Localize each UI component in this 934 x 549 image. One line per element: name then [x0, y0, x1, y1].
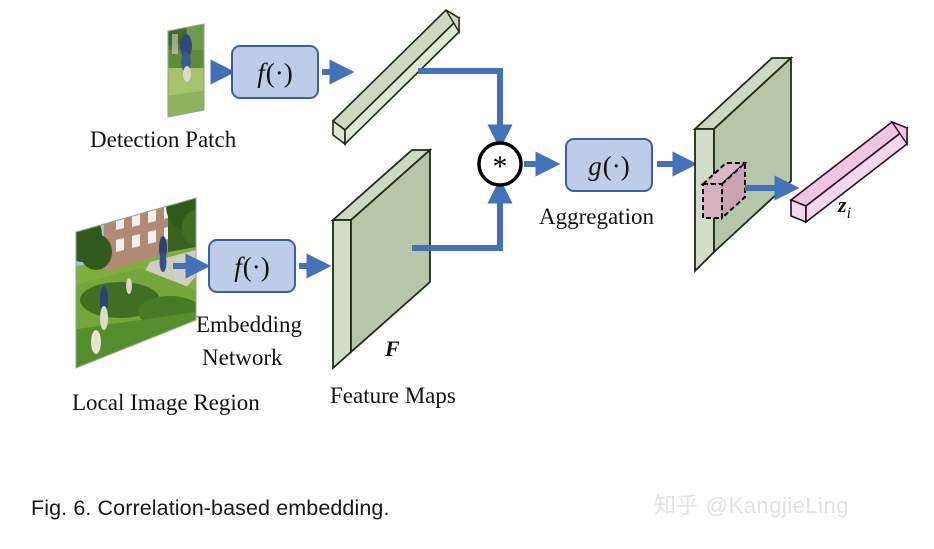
detection-feature-vector — [331, 8, 461, 146]
aggregation-fn-block[interactable]: g(·) — [565, 138, 653, 192]
watermark: 知乎 @KangjieLing — [654, 493, 849, 518]
correlation-cube — [700, 160, 748, 221]
embedding-fn-bottom-label: f(·) — [234, 252, 270, 282]
output-vector — [789, 120, 909, 224]
embedding-fn-bottom-block[interactable]: f(·) — [208, 239, 296, 293]
local-image-region-label: Local Image Region — [72, 390, 260, 415]
embedding-network-label-line1: Embedding — [196, 312, 303, 337]
correlation-operator: * — [477, 141, 523, 187]
aggregation-fn-label: g(·) — [588, 151, 629, 181]
output-symbol-label: zi — [837, 192, 851, 222]
local-region-photo — [75, 197, 197, 369]
arrow-featuremaps-to-operator — [412, 178, 513, 251]
feature-maps-label: Feature Maps — [330, 383, 456, 408]
embedding-network-label-line2: Network — [202, 345, 283, 370]
figure-caption: Fig. 6. Correlation-based embedding. — [31, 496, 390, 520]
arrow-vector-to-operator — [418, 68, 513, 150]
aggregation-label: Aggregation — [539, 204, 654, 229]
embedding-fn-top-block[interactable]: f(·) — [231, 45, 319, 99]
feature-maps-slab — [330, 148, 433, 371]
correlation-operator-symbol: * — [493, 150, 508, 183]
aggregated-slab — [692, 55, 794, 274]
detection-patch-photo — [167, 23, 205, 118]
embedding-fn-top-label: f(·) — [257, 58, 293, 88]
feature-maps-symbol-label: F — [384, 336, 400, 361]
detection-patch-label: Detection Patch — [90, 127, 237, 152]
